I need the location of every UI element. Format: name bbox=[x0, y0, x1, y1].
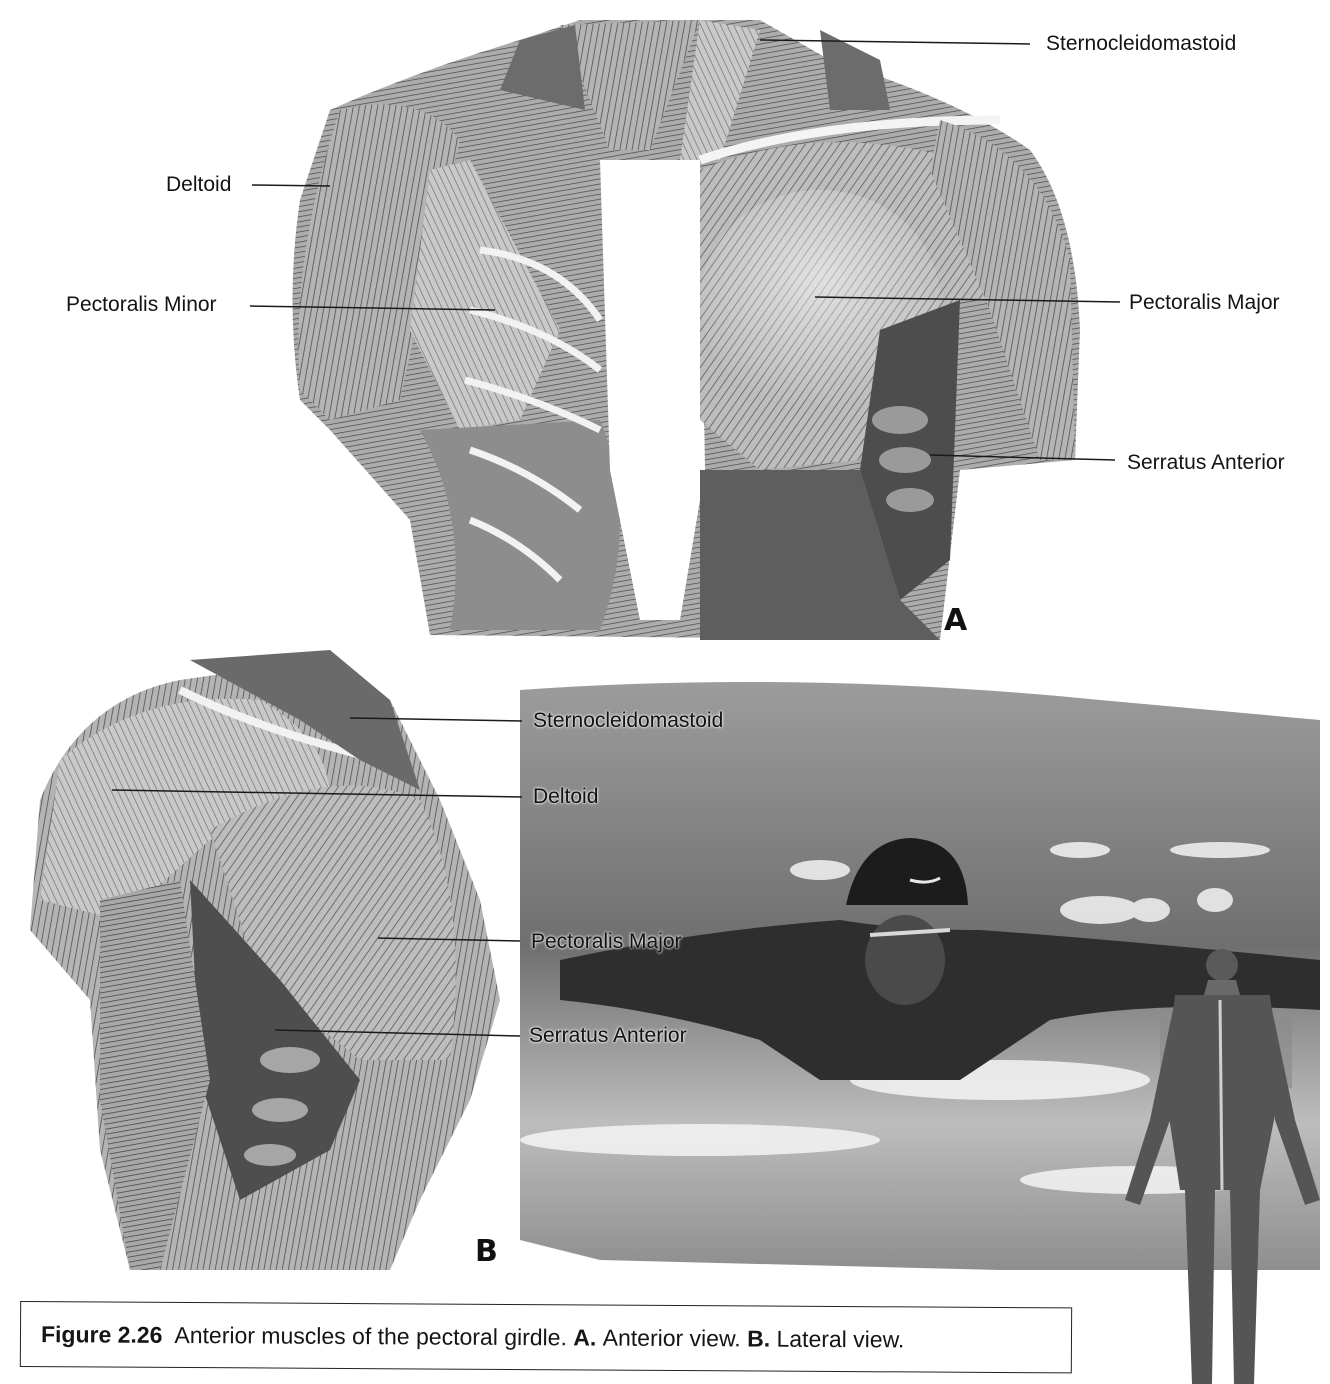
panel-a-illustration bbox=[293, 20, 1081, 640]
label-b-serratus-anterior: Serratus Anterior bbox=[529, 1024, 687, 1048]
caption-part-b-letter: B. bbox=[747, 1325, 770, 1352]
caption-figure-number: Figure 2.26 bbox=[41, 1321, 163, 1349]
label-a-sternocleidomastoid: Sternocleidomastoid bbox=[1046, 32, 1236, 56]
swimmer-face bbox=[865, 915, 945, 1005]
label-a-serratus-anterior: Serratus Anterior bbox=[1127, 451, 1285, 475]
panel-b-letter: B bbox=[475, 1234, 498, 1269]
panel-b-illustration bbox=[30, 650, 500, 1270]
label-b-sternocleidomastoid: Sternocleidomastoid bbox=[533, 709, 723, 733]
caption-part-a-letter: A. bbox=[573, 1324, 596, 1351]
label-a-pectoralis-minor: Pectoralis Minor bbox=[66, 293, 217, 317]
label-a-pectoralis-major: Pectoralis Major bbox=[1129, 291, 1280, 315]
caption-part-b-text: Lateral view. bbox=[776, 1325, 904, 1353]
figure-caption: Figure 2.26 Anterior muscles of the pect… bbox=[20, 1301, 1072, 1373]
caption-text: Anterior muscles of the pectoral girdle. bbox=[174, 1321, 567, 1350]
panel-a-letter: A bbox=[944, 603, 967, 638]
label-b-deltoid: Deltoid bbox=[533, 785, 598, 809]
label-a-deltoid: Deltoid bbox=[166, 173, 231, 197]
label-b-pectoralis-major: Pectoralis Major bbox=[531, 930, 682, 954]
caption-part-a-text: Anterior view. bbox=[603, 1324, 741, 1352]
